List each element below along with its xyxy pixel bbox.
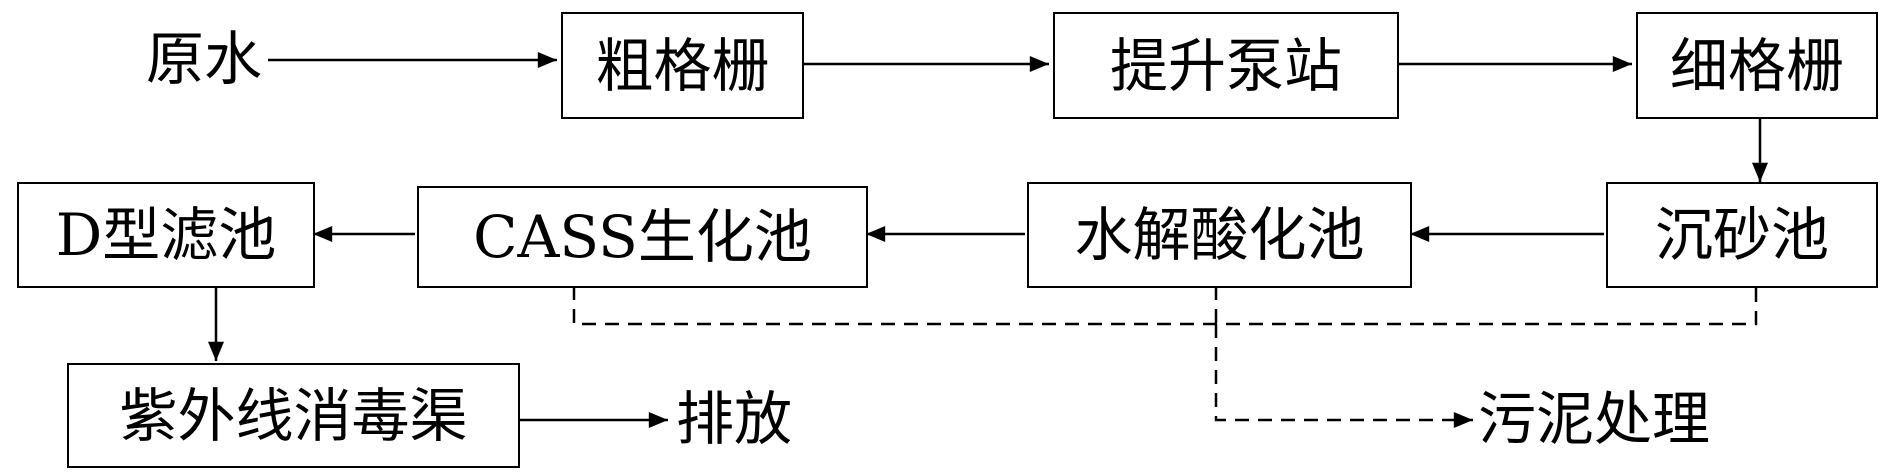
d-filter-box: D型滤池 [17, 182, 315, 288]
sludge-treatment-label: 污泥处理 [1478, 385, 1711, 453]
coarse-screen-box: 粗格栅 [561, 12, 804, 119]
raw-water-label: 原水 [146, 25, 263, 93]
grit-chamber-box: 沉砂池 [1606, 182, 1878, 288]
lift-pump-station-box: 提升泵站 [1053, 12, 1399, 119]
cass-tank-box: CASS生化池 [417, 186, 868, 288]
uv-disinfection-channel-box: 紫外线消毒渠 [67, 363, 520, 468]
discharge-label: 排放 [676, 385, 793, 453]
fine-screen-box: 细格栅 [1636, 12, 1878, 119]
hydrolysis-acidification-box: 水解酸化池 [1027, 182, 1412, 288]
sludge-collection-line [572, 286, 1758, 326]
arrow-to-sludge-treatment [1214, 324, 1474, 428]
